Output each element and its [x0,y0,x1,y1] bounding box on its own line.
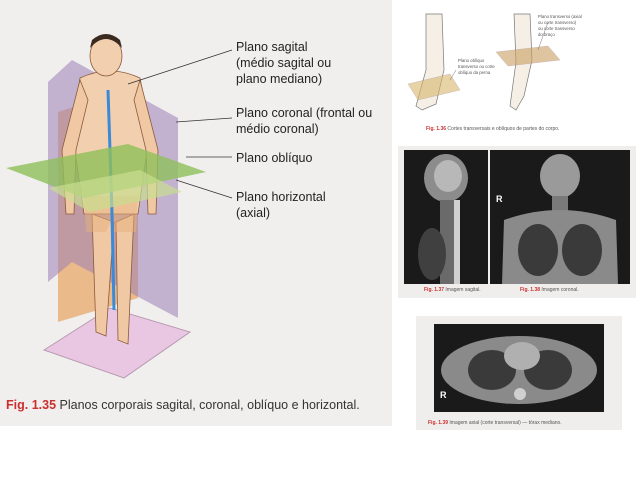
fig-135-caption: Fig. 1.35 Planos corporais sagital, coro… [6,398,360,412]
label-sagittal-line3: plano mediano) [236,72,322,86]
label-transverse-2: ou corte transverso) [538,20,576,25]
label-oblique-limb-2: transverso ou corte [458,64,495,69]
fig-137-text: Imagem sagital. [445,287,480,293]
fig-139-text: Imagem axial (corte transversal) — tórax… [449,420,561,426]
fig-135-number: Fig. 1.35 [6,398,56,412]
fig-138-text: Imagem coronal. [541,287,578,293]
body-planes-illustration [0,0,392,426]
coronal-anatomy-drawing [490,150,630,284]
label-oblique-limb-1: Plano oblíquo [458,58,484,63]
fig-138-number: Fig. 1.38 [520,287,540,293]
mri-sagittal-image [404,150,488,284]
coronal-r-marker: R [496,194,503,204]
fig-139-panel: R Fig. 1.39 Imagem axial (corte transver… [416,316,622,430]
label-oblique-limb-3: oblíquo da perna [458,70,490,75]
body-planes-figure: Plano sagital (médio sagital ou plano me… [0,0,392,426]
label-horizontal-line2: (axial) [236,206,270,220]
label-transverse-3: ou corte transverso [538,26,575,31]
label-transverse-4: do braço [538,32,555,37]
label-coronal-line1: Plano coronal (frontal ou [236,106,372,120]
fig-136-number: Fig. 1.36 [426,126,446,132]
fig-139-number: Fig. 1.39 [428,420,448,426]
fig-136-panel: Plano transverso (axial ou corte transve… [398,0,620,142]
label-coronal-line2: médio coronal) [236,122,319,136]
fig-139-caption: Fig. 1.39 Imagem axial (corte transversa… [428,420,562,426]
label-transverse-1: Plano transverso (axial [538,14,582,19]
axial-anatomy-drawing [434,324,604,412]
fig-136-caption: Fig. 1.36 Cortes transversais e oblíquos… [426,126,559,132]
fig-135-text: Planos corporais sagital, coronal, oblíq… [60,398,360,412]
fig-137-138-panel: R Fig. 1.37 Imagem sagital. Fig. 1.38 Im… [398,146,636,298]
sagittal-anatomy-drawing [404,150,488,284]
mri-coronal-image: R [490,150,630,284]
limb-sections-illustration [398,0,620,130]
fig-136-text: Cortes transversais e oblíquos de partes… [447,126,559,132]
label-oblique: Plano oblíquo [236,151,312,165]
fig-137-caption: Fig. 1.37 Imagem sagital. [424,287,481,293]
label-sagittal-line1: Plano sagital [236,40,308,54]
axial-r-marker: R [440,390,447,400]
fig-137-number: Fig. 1.37 [424,287,444,293]
label-sagittal-line2: (médio sagital ou [236,56,331,70]
mri-axial-image: R [434,324,604,412]
fig-138-caption: Fig. 1.38 Imagem coronal. [520,287,579,293]
label-horizontal-line1: Plano horizontal [236,190,326,204]
